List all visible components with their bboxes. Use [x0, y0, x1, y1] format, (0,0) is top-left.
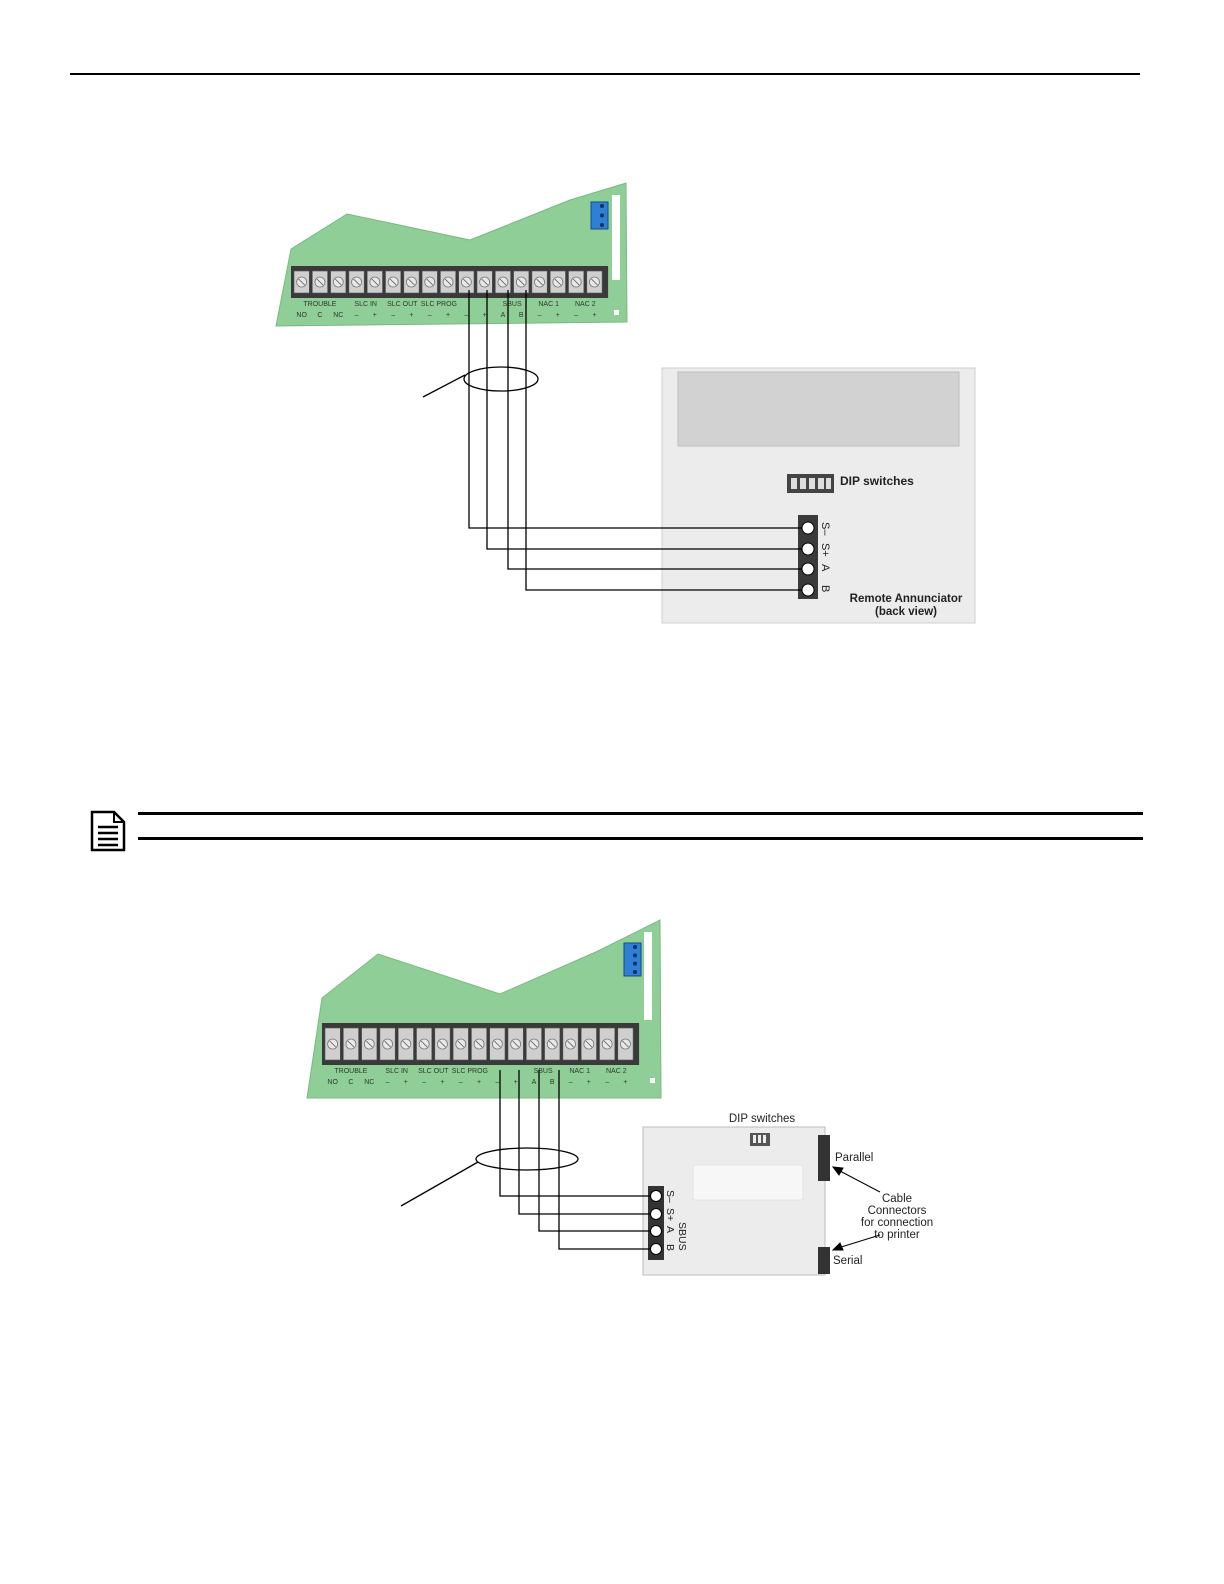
cable-connectors-line2: Connectors: [868, 1205, 927, 1217]
pin-label: +: [477, 1079, 481, 1086]
pin-label: –: [569, 1079, 573, 1086]
pin-label: +: [483, 312, 487, 319]
blue-connector: [590, 201, 609, 230]
terminal-group-label: NAC 1: [569, 1068, 590, 1075]
serial-connector: [818, 1247, 830, 1274]
wiring: [400, 1070, 650, 1250]
annunciator-caption-line2: (back view): [875, 606, 937, 618]
wiring: [422, 290, 802, 591]
terminal-group-label: SLC PROG: [421, 301, 457, 308]
terminal-label-b: B: [664, 1244, 676, 1251]
terminal-block: [648, 1186, 664, 1260]
serial-label: Serial: [833, 1255, 862, 1267]
pin-label: NO: [296, 312, 307, 319]
terminal-label-s-plus: S+: [819, 543, 831, 557]
cable-connectors-line4: to printer: [874, 1229, 920, 1241]
pin-label: +: [587, 1079, 591, 1086]
terminal-group-label: SBUS: [534, 1068, 553, 1075]
blue-connector: [623, 942, 642, 977]
header-rule: [70, 73, 1140, 75]
pin-label: +: [556, 312, 560, 319]
pin-label: +: [592, 312, 596, 319]
terminal-label-b: B: [819, 585, 831, 592]
pin-label: –: [605, 1079, 609, 1086]
dip-switches-label: DIP switches: [729, 1113, 796, 1125]
pin-label: A: [501, 312, 506, 319]
note-icon: [90, 810, 126, 852]
terminal-label-a: A: [819, 564, 831, 572]
terminal-group-label: TROUBLE: [334, 1068, 367, 1075]
dip-switches-label: DIP switches: [840, 474, 914, 488]
terminal-group-label: SBUS: [503, 301, 522, 308]
pin-label: +: [373, 312, 377, 319]
pin-label: NC: [364, 1079, 374, 1086]
terminal-group-label: NAC 1: [538, 301, 559, 308]
dip-switch-block: [750, 1133, 770, 1146]
terminal-group-label: NAC 2: [606, 1068, 627, 1075]
parallel-label: Parallel: [835, 1152, 873, 1164]
pin-label: –: [495, 1079, 499, 1086]
printer-interface-module: DIP switches Parallel Serial Cable Conne…: [642, 1113, 933, 1276]
pin-label: –: [574, 312, 578, 319]
pin-label: +: [404, 1079, 408, 1086]
annunciator-caption-line1: Remote Annunciator: [850, 593, 963, 605]
terminal-group-label: SLC OUT: [387, 301, 418, 308]
pin-label: NC: [333, 312, 343, 319]
board-edge-strip: [612, 195, 620, 280]
terminal-group-label: TROUBLE: [303, 301, 336, 308]
pin-label: +: [409, 312, 413, 319]
terminal-group-label: NAC 2: [575, 301, 596, 308]
pin-label: –: [386, 1079, 390, 1086]
pin-label: –: [459, 1079, 463, 1086]
pin-label: +: [514, 1079, 518, 1086]
pin-label: –: [538, 312, 542, 319]
board-edge-strip: [644, 932, 652, 1020]
pin-label: –: [355, 312, 359, 319]
cable-connectors-line1: Cable: [882, 1193, 912, 1205]
terminal-group-label: SLC IN: [354, 301, 377, 308]
pin-label: –: [428, 312, 432, 319]
pin-label: +: [446, 312, 450, 319]
terminal-group-label: SLC IN: [385, 1068, 408, 1075]
pin-label: B: [519, 312, 524, 319]
terminal-group-label: SLC PROG: [452, 1068, 488, 1075]
pin-label: NO: [327, 1079, 338, 1086]
pin-label: +: [440, 1079, 444, 1086]
dip-switch-block: [787, 474, 834, 493]
terminal-label-a: A: [664, 1226, 676, 1233]
terminal-label-s-minus: S–: [664, 1190, 676, 1203]
cable-connectors-line3: for connection: [861, 1217, 933, 1229]
remote-annunciator: DIP switches S– S+ A B Remote Annunciato…: [661, 367, 976, 624]
pin-label: –: [464, 312, 468, 319]
pin-label: –: [422, 1079, 426, 1086]
pin-label: A: [532, 1079, 537, 1086]
terminal-label-s-plus: S+: [664, 1208, 676, 1221]
terminal-label-s-minus: S–: [819, 522, 831, 536]
note-rule-top: [138, 812, 1143, 815]
terminal-group-label: SLC OUT: [418, 1068, 449, 1075]
pin-label: C: [348, 1079, 353, 1086]
pin-label: –: [391, 312, 395, 319]
pin-label: C: [317, 312, 322, 319]
parallel-connector: [818, 1135, 830, 1181]
note-rule-bottom: [138, 837, 1143, 840]
pin-label: +: [623, 1079, 627, 1086]
pin-label: B: [550, 1079, 555, 1086]
sbus-label: SBUS: [676, 1222, 688, 1251]
terminal-block: [798, 515, 818, 599]
